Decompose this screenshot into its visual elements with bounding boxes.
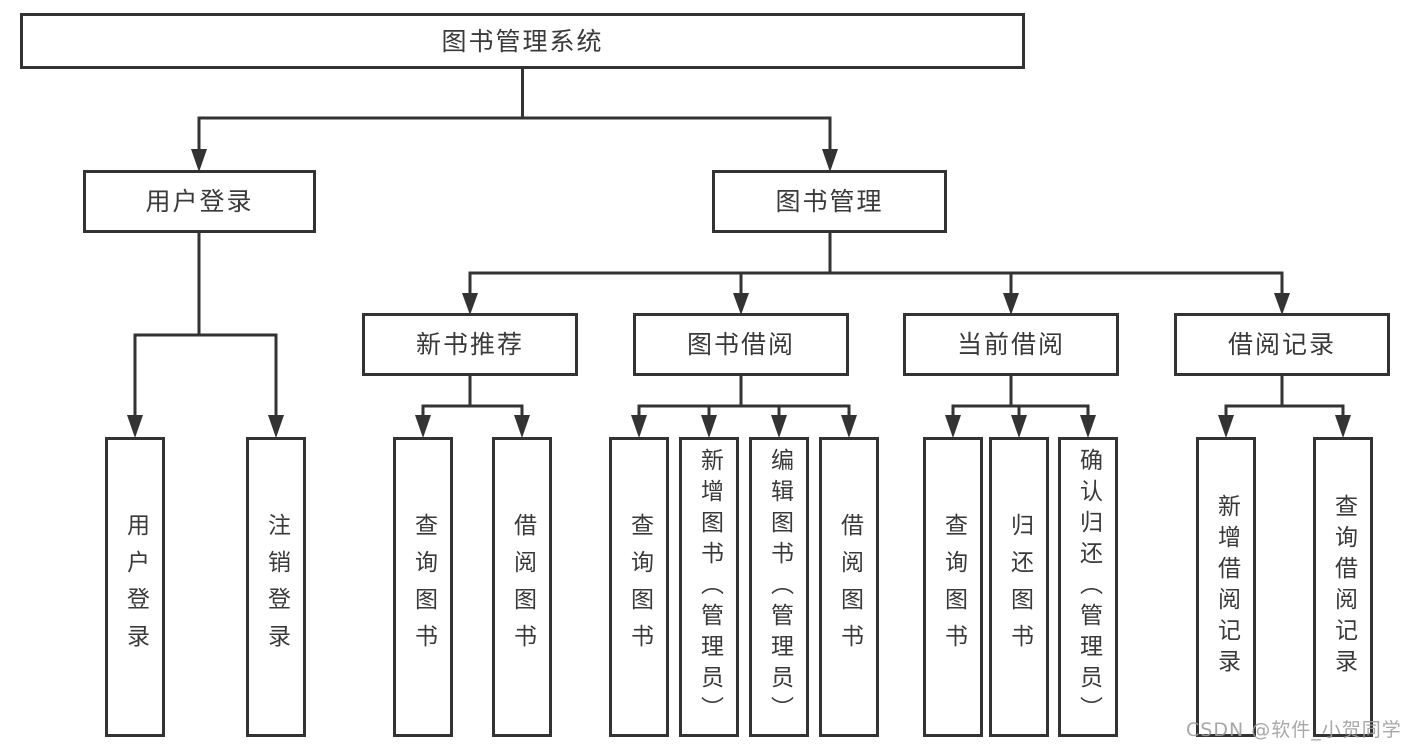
leaf-borrow-books: 借阅图书 [819,437,879,737]
leaf-user-login: 用户登录 [105,437,165,737]
leaf-edit-book-admin: 编辑图书（管理员） [749,437,809,737]
leaf-return-book: 归还图书 [989,437,1049,737]
node-user-login-label: 用户登录 [145,187,254,216]
leaf-query-books-borrowing: 查询图书 [609,437,669,737]
leaf-query-books-recommend: 查询图书 [393,437,453,737]
node-user-login: 用户登录 [83,170,316,233]
leaf-logout: 注销登录 [246,437,306,737]
leaf-confirm-return-admin: 确认归还（管理员） [1058,437,1118,737]
node-borrow-records-label: 借阅记录 [1227,330,1336,359]
node-book-management-label: 图书管理 [775,187,884,216]
node-book-borrowing-label: 图书借阅 [686,330,795,359]
node-new-book-recommendation: 新书推荐 [362,313,578,376]
node-current-borrowing: 当前借阅 [903,313,1119,376]
watermark-text: CSDN @软件_小贺同学 [1186,719,1402,741]
node-book-borrowing: 图书借阅 [633,313,849,376]
leaf-query-borrow-record: 查询借阅记录 [1313,437,1373,737]
node-new-book-recommendation-label: 新书推荐 [415,330,524,359]
leaf-borrow-books-recommend: 借阅图书 [492,437,552,737]
leaf-query-books-current: 查询图书 [923,437,983,737]
root-node-label: 图书管理系统 [441,26,604,56]
leaf-add-book-admin: 新增图书（管理员） [679,437,739,737]
node-borrow-records: 借阅记录 [1174,313,1390,376]
root-node: 图书管理系统 [20,13,1025,69]
node-book-management: 图书管理 [712,170,947,233]
leaf-add-borrow-record: 新增借阅记录 [1196,437,1256,737]
node-current-borrowing-label: 当前借阅 [956,330,1065,359]
